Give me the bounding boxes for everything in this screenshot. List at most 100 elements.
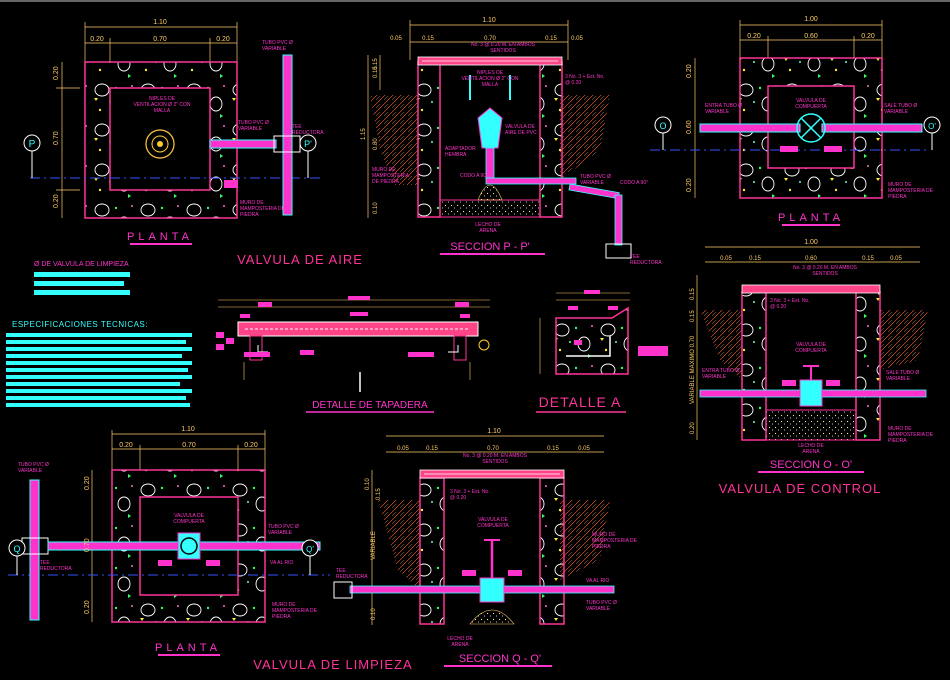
o-prime-marker-label: O' [928,122,936,131]
air-sec-valvula-label: VALVULA DE AIRE DE PVC [505,124,537,136]
ctrl-sec-sale-wrap: SALE TUBO Ø VARIABLE [886,370,919,382]
ctrl-sec-dim-b: 0.15 [749,256,761,262]
limp-plan-dim-v2: 0.70 [84,538,91,552]
air-sec-tee-label: TEE REDUCTORA [630,254,662,266]
ctrl-sec-lecho-wrap: LECHO DE ARENA [798,443,824,455]
air-plan-tubo-side-wrap: TUBO PVC Ø VARIABLE [238,120,269,132]
air-plan-p-prime-marker: P' [299,134,317,178]
limp-sec-dim-a: 0.05 [397,446,409,452]
limp-plan-tubo-top-wrap: TUBO PVC Ø VARIABLE [18,462,49,474]
air-sec-refuerzo-wrap: No. 3 @ 0.20 M. EN AMBOS SENTIDOS [471,42,535,54]
limpieza-plan-q-marker: Q [8,539,26,575]
ctrl-sec-refuerzo-label: No. 3 @ 0.20 M. EN AMBOS SENTIDOS [793,265,857,277]
limp-plan-dim-c: 0.20 [244,442,258,449]
limp-sec-refuerzo-label: No. 3 @ 0.20 M. EN AMBOS SENTIDOS [463,453,527,465]
air-sec-lecho-label: LECHO DE ARENA [475,222,501,234]
limp-sec-dim-v4: 0.10 [371,608,377,620]
limp-sec-dim-v3: VARIABLE [371,531,377,560]
ctrl-sec-valvula-wrap: VALVULA DE COMPUERTA [795,342,827,354]
ctrl-sec-muro-wrap: MURO DE MAMPOSTERIA DE PIEDRA [888,426,934,444]
limp-plan-tee-wrap: TEE REDUCTORA [40,560,72,572]
ctrl-sec-dim-total: 1.00 [804,239,818,246]
air-plan-dim-v3: 0.20 [53,194,60,208]
air-sec-tee-wrap: TEE REDUCTORA [630,254,662,266]
air-plan-niples-label: NIPLES DE VENTILACION Ø 2" CON MALLA [133,96,191,114]
air-sec-tubo-wrap: TUBO PVC Ø VARIABLE [580,174,611,186]
o-marker-label: O [659,121,666,131]
air-plan-dim-v1: 0.20 [53,66,60,80]
q-marker-label: Q [13,544,20,554]
air-plan-p-marker: P [23,134,41,178]
limp-section-title: SECCION Q - Q' [459,653,541,665]
limp-plan-dim-total: 1.10 [181,426,195,433]
ctrl-sec-dim-e: 0.05 [890,256,902,262]
limp-sec-dim-total: 1.10 [487,428,501,435]
air-plan-dim-c: 0.20 [216,36,230,43]
air-sec-dim-d: 0.15 [545,36,557,42]
air-sec-muro-wrap: MURO DE MAMPOSTERIA DE PIEDRA [372,167,409,185]
air-plan-dim-total: 1.10 [153,19,167,26]
air-sec-muro-label: MURO DE MAMPOSTERIA DE PIEDRA [372,167,409,185]
limp-plan-dim-v3: 0.20 [84,600,91,614]
detalle-a [539,290,668,375]
limp-sec-tubo-label: TUBO PVC Ø VARIABLE [586,600,617,612]
air-plan [30,22,320,219]
air-section-title: SECCION P - P' [450,241,530,253]
limp-plan-tubo-side-wrap: TUBO PVC Ø VARIABLE [268,524,299,536]
ctrl-plan-dim-a: 0.20 [747,33,761,40]
limp-sec-refuerzo-wrap: No. 3 @ 0.20 M. EN AMBOS SENTIDOS [463,453,527,465]
air-plan-muro-wrap: MURO DE MAMPOSTERIA DE PIEDRA [240,200,286,218]
air-sec-codo2-label: CODO A 90° [620,180,649,186]
ctrl-plan-valvula-label: VALVULA DE COMPUERTA [795,98,827,110]
ctrl-sec-muro-label: MURO DE MAMPOSTERIA DE PIEDRA [888,426,934,444]
limp-sec-va-rio-label: VA AL RIO [586,578,609,584]
air-plan-tee-wrap: TEE REDUCTORA [292,124,324,136]
air-sec-niples-wrap: NIPLES DE VENTILACION Ø 2" CON MALLA [461,70,519,88]
notes-heading: Ø DE VALVULA DE LIMPIEZA [34,261,129,268]
ctrl-plan-dim-v1: 0.20 [686,64,693,78]
ctrl-sec-entra-label: ENTRA TUBO Ø VARIABLE [702,368,740,380]
air-plan-tubo-top-wrap: TUBO PVC Ø VARIABLE [262,40,293,52]
limpieza-plan [8,430,330,623]
ctrl-sec-valvula-label: VALVULA DE COMPUERTA [795,342,827,354]
air-sec-dim-v1: 0.15 [373,66,379,78]
limp-plan-dim-b: 0.70 [182,442,196,449]
ctrl-sec-dim-v4: 0.20 [690,422,696,434]
ctrl-plan-entra-wrap: ENTRA TUBO Ø VARIABLE [705,103,742,115]
air-sec-niples-label: NIPLES DE VENTILACION Ø 2" CON MALLA [461,70,519,88]
limp-plan-muro-label: MURO DE MAMPOSTERIA DE PIEDRA [272,602,318,620]
ctrl-sec-refuerzo-wrap: No. 3 @ 0.20 M. EN AMBOS SENTIDOS [793,265,857,277]
q-prime-marker-label: Q' [306,545,314,554]
p-prime-marker-label: P' [304,139,312,149]
air-sec-codo-wrap: CODO A 90° [460,173,488,179]
limp-sec-dim-v1: 0.10 [365,478,371,490]
air-sec-adaptador-wrap: ADAPTADOR HEMBRA [445,146,476,158]
control-plan [650,20,930,199]
control-plan-o-prime-marker: O' [923,116,941,150]
ctrl-sec-dim-a: 0.05 [720,256,732,262]
limp-sec-tee-label: TEE REDUCTORA [336,568,368,580]
control-section [696,246,928,441]
ctrl-plan-dim-c: 0.20 [861,33,875,40]
ctrl-plan-dim-b: 0.60 [804,33,818,40]
ctrl-sec-lecho-label: LECHO DE ARENA [798,443,824,455]
limp-plan-valvula-label: VALVULA DE COMPUERTA [173,513,205,525]
air-section [367,20,632,259]
ctrl-sec-dim-d: 0.15 [862,256,874,262]
ctrl-sec-bars-label: 3 No. 3 + Est. No. @ 0.20 [770,298,810,310]
air-plan-tee-label: TEE REDUCTORA [292,124,324,136]
ctrl-plan-dim-total: 1.00 [804,16,818,23]
limp-plan-dim-v1: 0.20 [84,476,91,490]
limp-sec-dim-d: 0.15 [547,446,559,452]
limp-sec-dim-c: 0.70 [487,446,499,452]
control-plan-o-marker: O [654,116,672,150]
air-sec-dim-v4: 0.10 [373,202,379,214]
limp-sec-muro-wrap: MURO DE MAMPOSTERIA DE PIEDRA [592,532,637,550]
air-plan-dim-a: 0.20 [90,36,104,43]
limp-plan-muro-wrap: MURO DE MAMPOSTERIA DE PIEDRA [272,602,318,620]
limp-plan-va-rio-label: VA AL RIO [270,560,293,566]
ctrl-sec-entra-wrap: ENTRA TUBO Ø VARIABLE [702,368,740,380]
air-plan-muro-label: MURO DE MAMPOSTERIA DE PIEDRA [240,200,286,218]
air-sec-dim-v5: 0.15 [373,58,379,70]
